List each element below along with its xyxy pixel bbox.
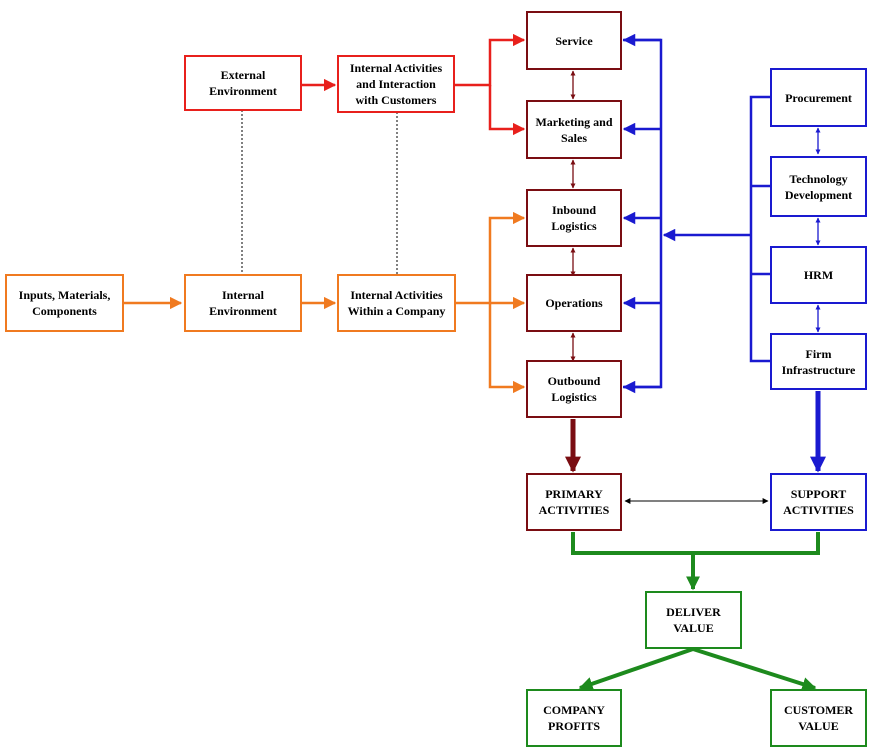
internal-activities-company-box: Internal Activities Within a Company (337, 274, 456, 332)
blue-support-bus (749, 95, 770, 363)
blue-primary-bus (623, 38, 663, 389)
arrow-to-company-profits (578, 647, 694, 691)
inbound-logistics-label: Inbound Logistics (551, 203, 597, 233)
operations-label: Operations (545, 296, 603, 310)
internal-activities-customers-box: Internal Activities and Interaction with… (337, 55, 455, 113)
service-box: Service (526, 11, 622, 70)
support-activities-label: SUPPORT ACTIVITIES (783, 487, 854, 517)
company-profits-box: COMPANY PROFITS (526, 689, 622, 747)
deliver-value-label: DELIVER VALUE (666, 605, 721, 635)
arrow-to-customer-value (692, 647, 817, 691)
procurement-label: Procurement (785, 90, 852, 105)
operations-box: Operations (526, 274, 622, 332)
deliver-value-box: DELIVER VALUE (645, 591, 742, 649)
hrm-label: HRM (803, 268, 834, 282)
customer-value-label: CUSTOMER VALUE (783, 703, 854, 733)
firm-infrastructure-label: Firm Infrastructure (781, 346, 856, 377)
internal-environment-box: Internal Environment (184, 274, 302, 332)
external-environment-label: External Environment (209, 68, 277, 98)
firm-infrastructure-box: Firm Infrastructure (770, 333, 867, 390)
arrow-activities-to-marketing (488, 85, 526, 136)
procurement-box: Procurement (770, 68, 867, 127)
arrow-activities-to-service (455, 33, 526, 87)
outbound-logistics-box: Outbound Logistics (526, 360, 622, 418)
company-profits-label: COMPANY PROFITS (543, 703, 605, 733)
hrm-box: HRM (770, 246, 867, 304)
technology-development-label: Technology Development (784, 171, 853, 202)
arrow-activities-to-inbound (456, 211, 526, 305)
internal-activities-customers-label: Internal Activities and Interaction with… (349, 61, 443, 107)
inputs-label: Inputs, Materials, Components (18, 288, 111, 318)
arrow-activities-to-outbound (488, 303, 526, 394)
marketing-sales-box: Marketing and Sales (526, 100, 622, 159)
primary-activities-box: PRIMARY ACTIVITIES (526, 473, 622, 531)
technology-development-box: Technology Development (770, 156, 867, 217)
internal-activities-company-label: Internal Activities Within a Company (347, 288, 446, 318)
inputs-box: Inputs, Materials, Components (5, 274, 124, 332)
internal-environment-label: Internal Environment (209, 288, 277, 318)
primary-activities-label: PRIMARY ACTIVITIES (538, 487, 610, 517)
green-merge-line (571, 532, 820, 555)
inbound-logistics-box: Inbound Logistics (526, 189, 622, 247)
customer-value-box: CUSTOMER VALUE (770, 689, 867, 747)
external-environment-box: External Environment (184, 55, 302, 111)
marketing-sales-label: Marketing and Sales (535, 114, 613, 145)
service-label: Service (555, 33, 593, 48)
outbound-logistics-label: Outbound Logistics (547, 374, 601, 404)
support-activities-box: SUPPORT ACTIVITIES (770, 473, 867, 531)
